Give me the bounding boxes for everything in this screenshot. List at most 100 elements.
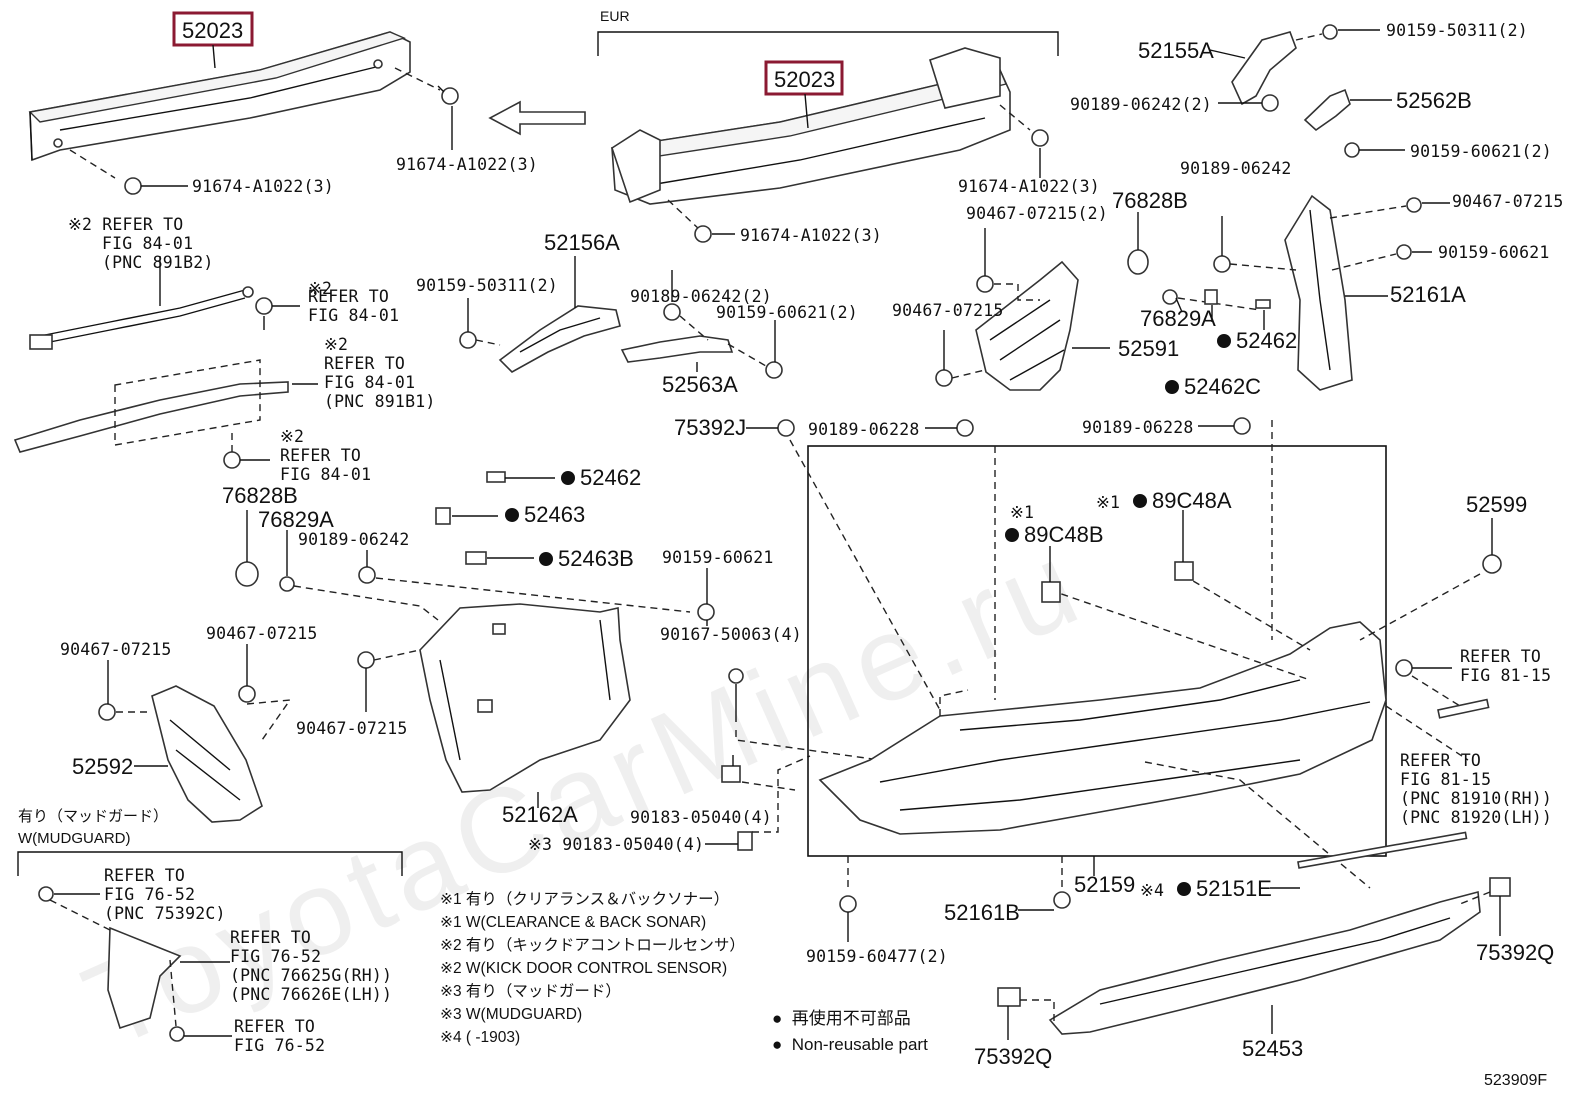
part-label-90167-50063-4[interactable]: 90167-50063(4) bbox=[660, 625, 802, 644]
part-label-fig-84-01[interactable]: FIG 84-01 bbox=[324, 373, 415, 392]
part-label-91674-a1022-3[interactable]: 91674-A1022(3) bbox=[958, 177, 1100, 196]
part-label-90189-06228[interactable]: 90189-06228 bbox=[1082, 418, 1193, 437]
clip-75392Q-left bbox=[997, 987, 1021, 1007]
part-label-fig-81-15[interactable]: FIG 81-15 bbox=[1460, 666, 1551, 685]
part-label-52562b[interactable]: 52562B bbox=[1396, 88, 1472, 113]
part-label-refer-to[interactable]: REFER TO bbox=[308, 287, 389, 306]
mudguard-heading-jp: 有り（マッドガード） bbox=[18, 808, 169, 825]
part-label-90159-60621-2[interactable]: 90159-60621(2) bbox=[1410, 142, 1552, 161]
part-label-90189-06242[interactable]: 90189-06242 bbox=[298, 530, 409, 549]
part-label-refer-to[interactable]: REFER TO bbox=[104, 866, 185, 885]
part-label-52592[interactable]: 52592 bbox=[72, 754, 133, 779]
part-label-52462[interactable]: 52462 bbox=[1236, 328, 1297, 353]
part-label-refer-to[interactable]: REFER TO bbox=[230, 928, 311, 947]
clip-icon bbox=[663, 303, 681, 321]
part-label-76828b[interactable]: 76828B bbox=[222, 483, 298, 508]
part-label-pnc-891b2[interactable]: (PNC 891B2) bbox=[102, 253, 213, 272]
clip-icon bbox=[956, 419, 974, 437]
part-label-90159-60621-2[interactable]: 90159-60621(2) bbox=[716, 303, 858, 322]
part-label-52161a[interactable]: 52161A bbox=[1390, 282, 1466, 307]
part-label-89c48a[interactable]: 89C48A bbox=[1152, 488, 1232, 513]
part-label-2-refer-to[interactable]: ※2 REFER TO bbox=[68, 215, 183, 234]
part-label-90189-06242[interactable]: 90189-06242 bbox=[1180, 159, 1291, 178]
mudguard-heading: 有り（マッドガード） W(MUDGUARD) bbox=[18, 806, 168, 850]
part-label-52023[interactable]: 52023 bbox=[774, 67, 835, 92]
part-label-2[interactable]: ※2 bbox=[280, 427, 304, 446]
part-label-pnc-75392c[interactable]: (PNC 75392C) bbox=[104, 904, 226, 923]
part-label-52023[interactable]: 52023 bbox=[182, 18, 243, 43]
part-label-76829a[interactable]: 76829A bbox=[258, 507, 334, 532]
part-label-90467-07215[interactable]: 90467-07215 bbox=[60, 640, 171, 659]
clip-icon bbox=[279, 576, 295, 592]
part-label-refer-to[interactable]: REFER TO bbox=[234, 1017, 315, 1036]
part-label-90159-60621[interactable]: 90159-60621 bbox=[1438, 243, 1549, 262]
part-label-90159-60621[interactable]: 90159-60621 bbox=[662, 548, 773, 567]
part-label-pnc-81910-rh[interactable]: (PNC 81910(RH)) bbox=[1400, 789, 1552, 808]
clip-icon bbox=[1053, 891, 1071, 909]
part-label-52156a[interactable]: 52156A bbox=[544, 230, 620, 255]
part-label-52563a[interactable]: 52563A bbox=[662, 372, 738, 397]
part-label-76829a[interactable]: 76829A bbox=[1140, 306, 1216, 331]
part-label-52453[interactable]: 52453 bbox=[1242, 1036, 1303, 1061]
part-label-90467-07215[interactable]: 90467-07215 bbox=[206, 624, 317, 643]
bracket-52563A bbox=[620, 335, 734, 363]
bolt-icon bbox=[1031, 129, 1049, 147]
part-label-pnc-81920-lh[interactable]: (PNC 81920(LH)) bbox=[1400, 808, 1552, 827]
part-label-pnc-891b1[interactable]: (PNC 891B1) bbox=[324, 392, 435, 411]
part-label-refer-to[interactable]: REFER TO bbox=[1460, 647, 1541, 666]
part-label-52155a[interactable]: 52155A bbox=[1138, 38, 1214, 63]
part-label-52462[interactable]: 52462 bbox=[580, 465, 641, 490]
part-label-75392q[interactable]: 75392Q bbox=[974, 1044, 1052, 1069]
part-label-refer-to[interactable]: REFER TO bbox=[324, 354, 405, 373]
part-label-1[interactable]: ※1 bbox=[1010, 503, 1034, 522]
part-label-52161b[interactable]: 52161B bbox=[944, 900, 1020, 925]
part-label-2[interactable]: ※2 bbox=[308, 279, 332, 298]
part-label-90159-50311-2[interactable]: 90159-50311(2) bbox=[416, 276, 558, 295]
part-label-52159[interactable]: 52159 bbox=[1074, 872, 1135, 897]
part-label-52151e[interactable]: 52151E bbox=[1196, 876, 1272, 901]
part-label-90189-06242-2[interactable]: 90189-06242(2) bbox=[630, 287, 772, 306]
part-label-91674-a1022-3[interactable]: 91674-A1022(3) bbox=[192, 177, 334, 196]
mudguard-heading-en: W(MUDGUARD) bbox=[18, 830, 131, 847]
part-label-fig-76-52[interactable]: FIG 76-52 bbox=[104, 885, 195, 904]
part-label-90467-07215[interactable]: 90467-07215 bbox=[296, 719, 407, 738]
part-label-2[interactable]: ※2 bbox=[324, 335, 348, 354]
part-label-52463b[interactable]: 52463B bbox=[558, 546, 634, 571]
part-label-76828b[interactable]: 76828B bbox=[1112, 188, 1188, 213]
part-label-52591[interactable]: 52591 bbox=[1118, 336, 1179, 361]
part-label-pnc-76625g-rh[interactable]: (PNC 76625G(RH)) bbox=[230, 966, 392, 985]
part-label-90467-07215[interactable]: 90467-07215 bbox=[892, 301, 1003, 320]
clip-52462 bbox=[1204, 289, 1218, 305]
part-label-90467-07215[interactable]: 90467-07215 bbox=[1452, 192, 1563, 211]
part-label-90183-05040-4[interactable]: 90183-05040(4) bbox=[630, 808, 772, 827]
part-label-pnc-76626e-lh[interactable]: (PNC 76626E(LH)) bbox=[230, 985, 392, 1004]
part-label-91674-a1022-3[interactable]: 91674-A1022(3) bbox=[396, 155, 538, 174]
part-label-52463[interactable]: 52463 bbox=[524, 502, 585, 527]
part-label-3-90183-05040-4[interactable]: ※3 90183-05040(4) bbox=[528, 835, 704, 854]
part-label-refer-to[interactable]: REFER TO bbox=[1400, 751, 1481, 770]
part-label-90189-06228[interactable]: 90189-06228 bbox=[808, 420, 919, 439]
part-label-fig-81-15[interactable]: FIG 81-15 bbox=[1400, 770, 1491, 789]
part-label-90467-07215-2[interactable]: 90467-07215(2) bbox=[966, 204, 1108, 223]
harness-891B2 bbox=[29, 286, 254, 350]
part-label-90159-50311-2[interactable]: 90159-50311(2) bbox=[1386, 21, 1528, 40]
part-label-fig-84-01[interactable]: FIG 84-01 bbox=[280, 465, 371, 484]
part-label-90159-60477-2[interactable]: 90159-60477(2) bbox=[806, 947, 948, 966]
part-label-52462c[interactable]: 52462C bbox=[1184, 374, 1261, 399]
part-label-52162a[interactable]: 52162A bbox=[502, 802, 578, 827]
molding-52151E bbox=[1297, 831, 1468, 869]
bolt-icon bbox=[124, 177, 142, 195]
part-label-90189-06242-2[interactable]: 90189-06242(2) bbox=[1070, 95, 1212, 114]
part-label-fig-76-52[interactable]: FIG 76-52 bbox=[230, 947, 321, 966]
part-label-52599[interactable]: 52599 bbox=[1466, 492, 1527, 517]
part-label-75392q[interactable]: 75392Q bbox=[1476, 940, 1554, 965]
part-label-89c48b[interactable]: 89C48B bbox=[1024, 522, 1104, 547]
part-label-fig-76-52[interactable]: FIG 76-52 bbox=[234, 1036, 325, 1055]
part-label-75392j[interactable]: 75392J bbox=[674, 415, 746, 440]
part-label-91674-a1022-3[interactable]: 91674-A1022(3) bbox=[740, 226, 882, 245]
part-label-refer-to[interactable]: REFER TO bbox=[280, 446, 361, 465]
part-label-fig-84-01[interactable]: FIG 84-01 bbox=[308, 306, 399, 325]
note-line: ※2 有り（キックドアコントロールセンサ） bbox=[440, 937, 745, 954]
part-label-fig-84-01[interactable]: FIG 84-01 bbox=[102, 234, 193, 253]
